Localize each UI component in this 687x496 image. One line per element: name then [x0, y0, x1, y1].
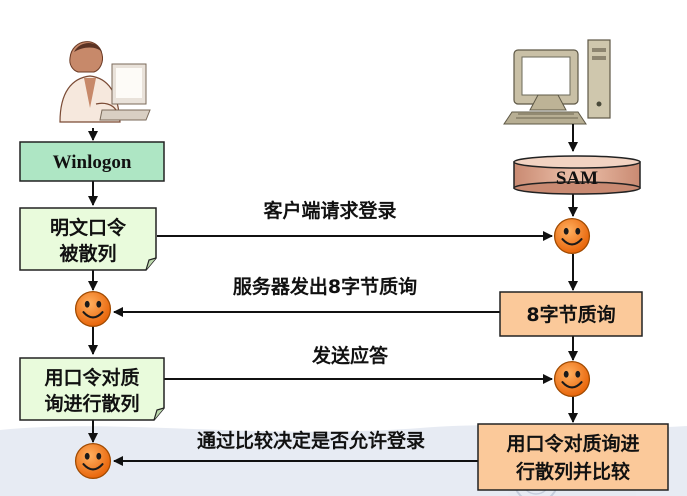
- message-arrows: [113, 231, 553, 466]
- server-step1-label: 8字节质询: [526, 303, 615, 326]
- server-challenge-box: 8字节质询: [499, 291, 643, 337]
- msg-login-request: 客户端请求登录: [263, 199, 396, 222]
- winlogon-box: Winlogon: [19, 141, 165, 182]
- smiley-face-icon: [74, 290, 112, 328]
- server-compare-box: 用口令对质询进 行散列并比较: [477, 423, 669, 491]
- client-step2-line2: 询进行散列: [44, 392, 139, 415]
- client-hash-password-note: 明文口令 被散列: [19, 207, 157, 271]
- client-step1-line1: 明文口令: [50, 216, 127, 239]
- sam-database: SAM: [513, 155, 641, 195]
- client-hash-challenge-note: 用口令对质 询进行散列: [19, 357, 165, 421]
- winlogon-label: Winlogon: [53, 152, 132, 173]
- person-at-computer-icon: [52, 38, 151, 128]
- msg-response: 发送应答: [311, 344, 389, 367]
- server-step2-line2: 行散列并比较: [515, 460, 630, 483]
- client-step1-line2: 被散列: [59, 242, 116, 265]
- smiley-face-icon: [553, 217, 591, 255]
- msg-challenge: 服务器发出8字节质询: [233, 275, 417, 298]
- server-step2-line1: 用口令对质询进: [506, 432, 639, 455]
- desktop-computer-icon: [503, 39, 611, 125]
- smiley-face-icon: [74, 442, 112, 480]
- sam-label: SAM: [556, 168, 598, 189]
- client-step2-line1: 用口令对质: [44, 366, 139, 389]
- smiley-face-icon: [553, 360, 591, 398]
- msg-result: 通过比较决定是否允许登录: [197, 429, 425, 452]
